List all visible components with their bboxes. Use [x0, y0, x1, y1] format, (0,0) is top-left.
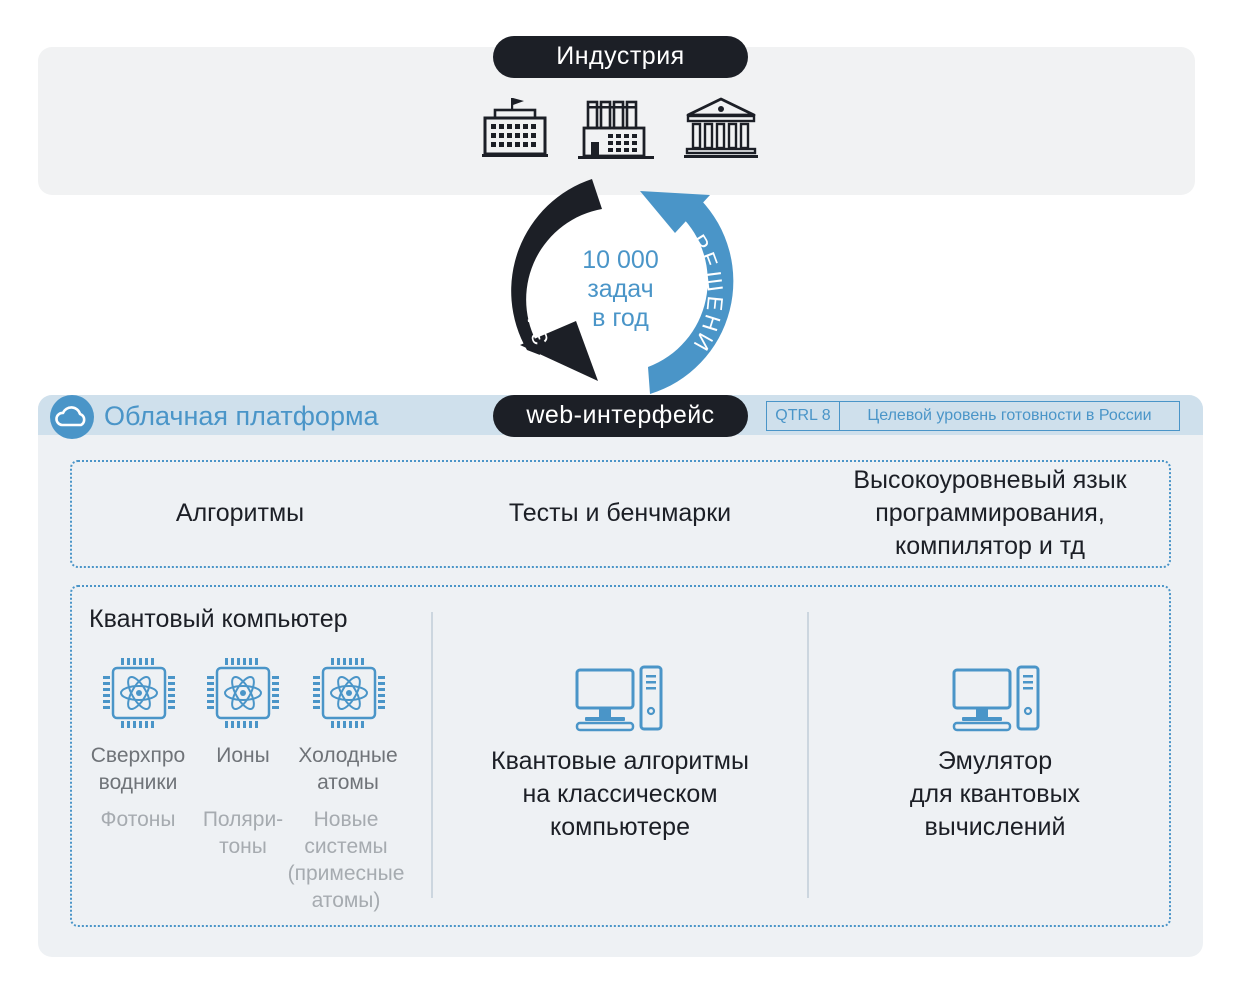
cycle-diagram: ЗАДАЧИ РЕШЕНИЯ: [500, 175, 734, 394]
future-polaritons: Поляри- тоны: [202, 808, 284, 858]
web-interface-label: web-интерфейс: [493, 395, 748, 437]
software-layer-box: [70, 460, 1171, 568]
task-count: 10 000 задач в год: [548, 246, 693, 333]
government-building-icon: [482, 98, 548, 157]
column-divider: [431, 612, 433, 898]
solutions-arrow: [648, 199, 734, 394]
bank-icon: [684, 97, 758, 158]
algorithms-label: Алгоритмы: [175, 499, 305, 527]
platform-superconductors: Сверхпро водники: [90, 744, 186, 794]
task-count-period: в год: [592, 304, 649, 332]
tasks-arrowhead: [520, 321, 598, 381]
qubit-chip-icon: [103, 658, 175, 728]
future-new-systems: Новые системы (примесные атомы): [287, 808, 405, 912]
platform-cold-atoms: Холодные атомы: [298, 744, 398, 794]
task-count-number: 10 000: [582, 246, 659, 274]
tests-label: Тесты и бенчмарки: [508, 499, 732, 527]
solutions-arrowhead: [640, 191, 710, 233]
desktop-computer-icon: [575, 665, 663, 732]
column-divider: [807, 612, 809, 898]
emulator-label: Эмулятор для квантовых вычислений: [909, 747, 1081, 841]
qubit-chip-icon: [313, 658, 385, 728]
qtrl-badge: QTRL 8 Целевой уровень готовности в Росс…: [766, 401, 1180, 431]
future-photons: Фотоны: [100, 808, 176, 831]
language-label: Высокоуровневый язык программирования, к…: [853, 466, 1127, 560]
qtrl-description: Целевой уровень готовности в России: [867, 407, 1152, 424]
platform-title: Облачная платформа: [104, 401, 379, 431]
cloud-icon: [50, 395, 94, 439]
factory-icon: [578, 100, 654, 159]
quantum-computer-title: Квантовый компьютер: [89, 605, 348, 633]
industry-title: Индустрия: [493, 36, 748, 78]
tasks-arrow: [511, 179, 602, 355]
task-count-unit: задач: [587, 275, 654, 303]
platform-ions: Ионы: [216, 744, 270, 767]
qtrl-level: QTRL 8: [767, 402, 840, 430]
desktop-computer-icon: [952, 665, 1040, 732]
classical-algorithms-label: Квантовые алгоритмы на классическом комп…: [491, 747, 749, 841]
hardware-layer-box: [70, 585, 1171, 927]
qubit-chip-icon: [207, 658, 279, 728]
